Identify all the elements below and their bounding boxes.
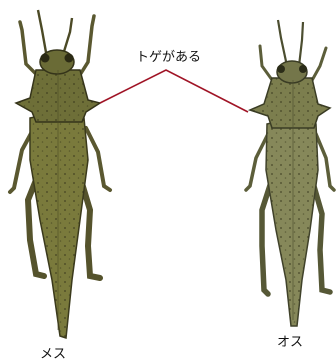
callout-label: トゲがある bbox=[136, 46, 201, 65]
male-grasshopper bbox=[246, 20, 334, 326]
male-label: オス bbox=[277, 331, 303, 350]
callout-line bbox=[100, 70, 248, 112]
female-grasshopper bbox=[10, 10, 110, 338]
female-label: メス bbox=[40, 343, 66, 362]
